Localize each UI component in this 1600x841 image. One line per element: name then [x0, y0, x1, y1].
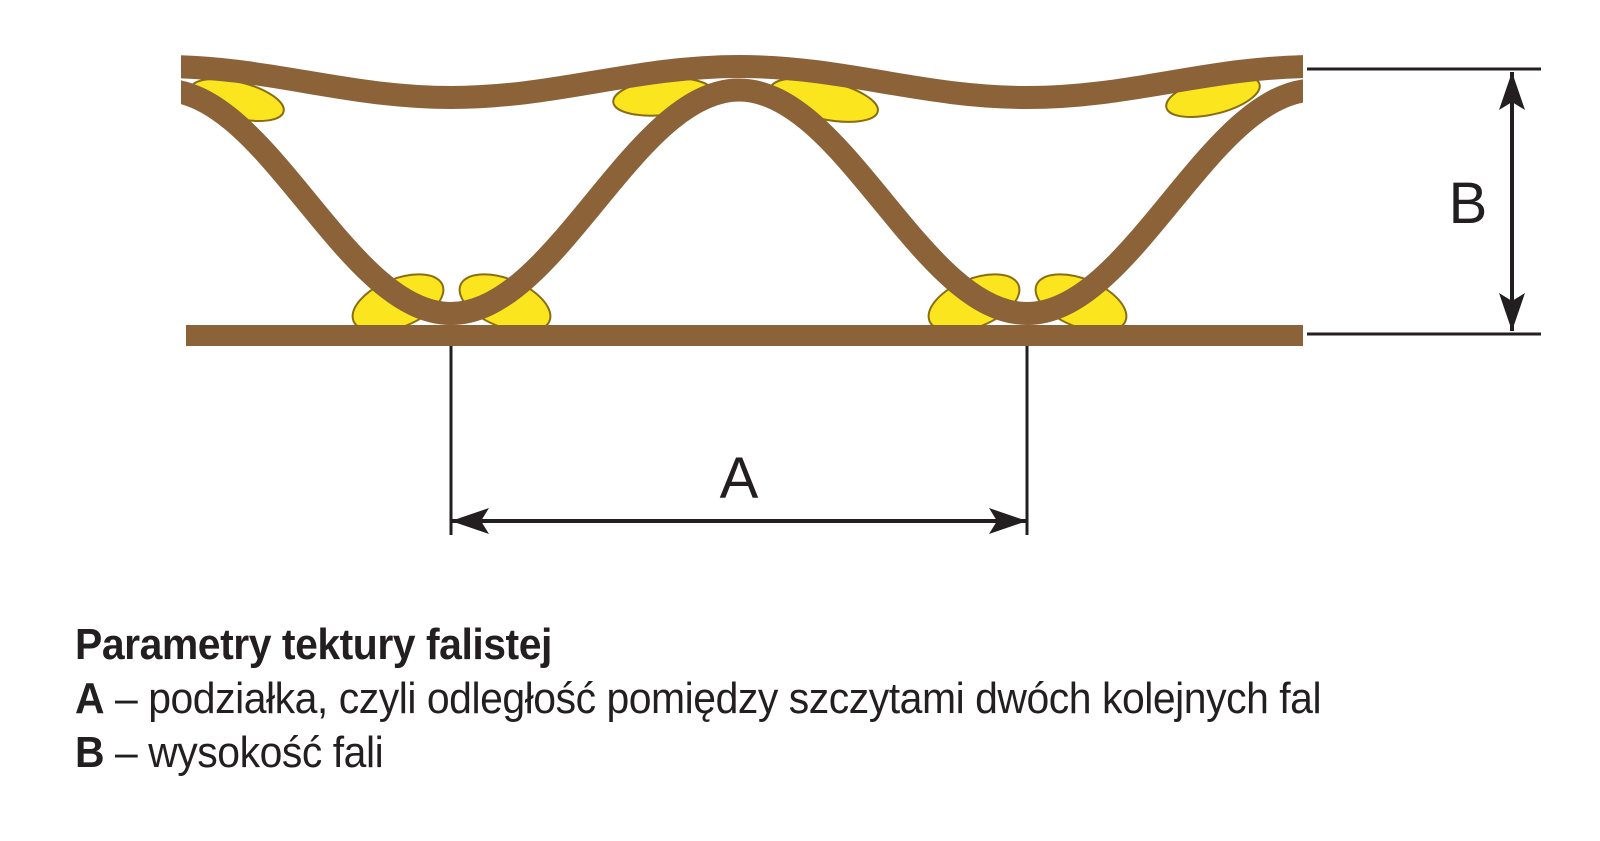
caption-definition-b: – wysokość fali	[115, 728, 384, 777]
top-liner	[181, 54, 1303, 110]
caption-term-b: B	[75, 728, 105, 777]
caption-term-a: A	[75, 674, 105, 723]
dimension-a-label: A	[720, 446, 759, 511]
caption-line-b: B – wysokość fali	[75, 726, 1321, 780]
dimension-a: A	[449, 346, 1029, 535]
bottom-liner	[186, 325, 1303, 346]
dimension-b: B	[1307, 67, 1541, 336]
caption-title: Parametry tektury falistej	[75, 620, 552, 669]
caption: Parametry tektury falistej A – podziałka…	[75, 618, 1322, 780]
caption-definition-a: – podziałka, czyli odległość pomiędzy sz…	[115, 674, 1322, 723]
dimension-b-label: B	[1449, 171, 1488, 236]
caption-line-a: A – podziałka, czyli odległość pomiędzy …	[75, 672, 1322, 726]
fluting-wave	[181, 78, 1303, 326]
board-cross-section	[181, 54, 1303, 346]
